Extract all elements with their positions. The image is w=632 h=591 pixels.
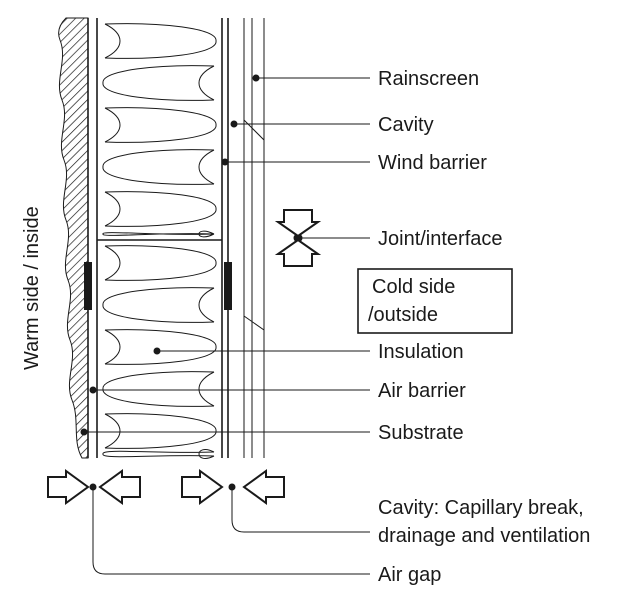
leader-air-gap: [89, 483, 370, 575]
label-substrate: Substrate: [378, 422, 464, 444]
label-air-gap: Air gap: [378, 564, 441, 586]
leader-rainscreen: [252, 74, 370, 82]
insulation-batts: [102, 23, 217, 459]
label-air-barrier: Air barrier: [378, 380, 466, 402]
label-warm-side: Warm side / inside: [21, 206, 43, 370]
rainscreen-lap-2: [243, 315, 265, 331]
label-wind-barrier: Wind barrier: [378, 152, 487, 174]
label-insulation: Insulation: [378, 341, 464, 363]
rainscreen-lap-1: [243, 119, 265, 141]
insulation-loop: [102, 245, 217, 459]
leader-air-barrier: [89, 386, 370, 394]
cavity-arrows-icon: [181, 469, 285, 505]
cold-side-box: [357, 268, 513, 334]
joint-clip-left: [84, 262, 92, 310]
leader-joint: [293, 233, 370, 243]
leader-wind-barrier: [221, 158, 370, 166]
substrate-hatch: [58, 17, 89, 459]
label-cavity-note-2: drainage and ventilation: [378, 525, 590, 547]
label-rainscreen: Rainscreen: [378, 68, 479, 90]
label-joint-interface: Joint/interface: [378, 228, 503, 250]
leader-substrate: [80, 428, 370, 436]
label-cavity: Cavity: [378, 114, 434, 136]
joint-clip-right: [224, 262, 232, 310]
leader-cavity: [230, 120, 370, 128]
label-cavity-note-1: Cavity: Capillary break,: [378, 497, 584, 519]
insulation-loop: [102, 23, 217, 238]
label-cold-side: Cold side: [372, 276, 455, 298]
air-gap-arrows-icon: [47, 469, 141, 505]
leader-insulation: [153, 347, 370, 355]
leader-cavity-note: [228, 483, 370, 533]
joint-arrows-icon: [274, 209, 322, 267]
label-cold-side-outside: /outside: [368, 304, 438, 326]
